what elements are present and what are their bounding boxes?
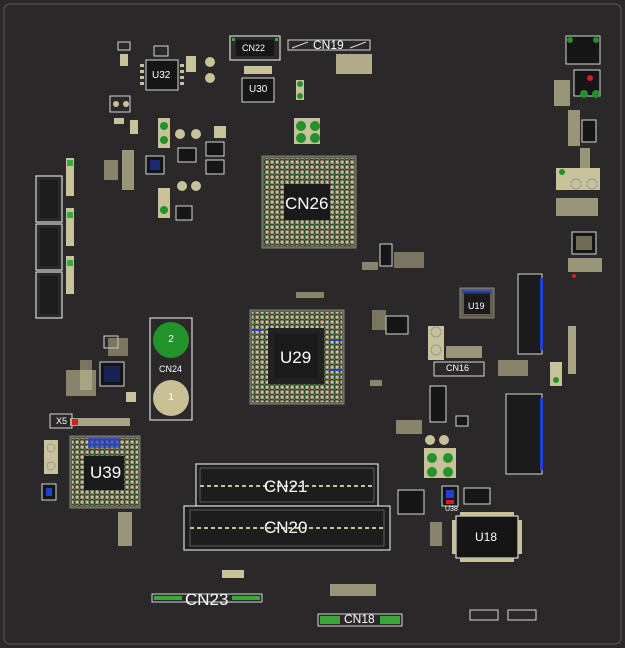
cn24-pin-2 xyxy=(153,322,189,358)
u18-label: U18 xyxy=(475,530,498,544)
cn22-group xyxy=(229,35,304,103)
board-outline xyxy=(3,3,622,645)
cn23-connector xyxy=(151,570,263,603)
cn19-label: CN19 xyxy=(313,38,344,52)
cn24-connector xyxy=(149,317,193,421)
u29-label: U29 xyxy=(280,348,312,367)
scattered-components xyxy=(80,252,576,434)
cn26-bga xyxy=(261,155,357,249)
cn24-pin1-label: 1 xyxy=(168,392,174,403)
cn24-pin-1 xyxy=(153,380,189,416)
u19-label: U19 xyxy=(468,301,485,311)
cn19-group xyxy=(287,39,372,74)
u30-label: U30 xyxy=(249,84,268,95)
cn21-label: CN21 xyxy=(264,477,308,496)
u18-area xyxy=(397,385,522,562)
right-side-parts xyxy=(505,35,602,475)
cn16-label: CN16 xyxy=(446,363,470,373)
center-top-parts xyxy=(294,118,320,144)
u39-block xyxy=(41,435,141,546)
u19-area xyxy=(362,243,495,377)
cn22-label: CN22 xyxy=(242,43,266,53)
u29-bga xyxy=(249,309,345,405)
cn24-pin2-label: 2 xyxy=(168,334,174,345)
cn21-cn20-connectors xyxy=(183,463,391,551)
x5-label: X5 xyxy=(56,416,68,426)
u39-label: U39 xyxy=(90,463,122,482)
cn23-label: CN23 xyxy=(185,590,229,609)
left-mid-parts xyxy=(104,118,226,221)
u32-cluster xyxy=(109,41,215,134)
left-connector-stack xyxy=(35,158,74,319)
u32-label: U32 xyxy=(152,70,171,81)
cn24-label: CN24 xyxy=(159,364,183,374)
u38-label: U38 xyxy=(445,506,458,513)
cn18-connector xyxy=(317,584,537,627)
cn20-label: CN20 xyxy=(264,518,308,537)
cn26-label: CN26 xyxy=(285,194,329,213)
cn18-label: CN18 xyxy=(344,612,375,626)
